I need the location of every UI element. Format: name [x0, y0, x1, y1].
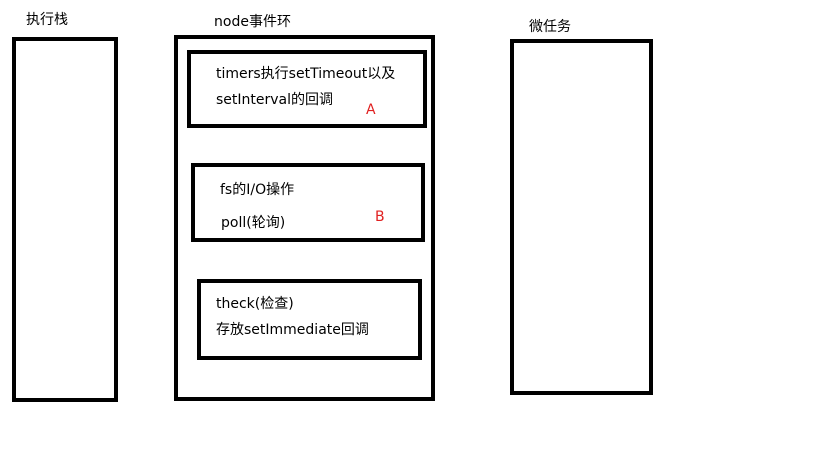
timers-phase-marker: A [366, 102, 376, 118]
call-stack-box [12, 37, 118, 402]
microtask-title: 微任务 [529, 19, 571, 35]
poll-phase-line2: poll(轮询) [221, 215, 286, 231]
check-phase-box [197, 279, 422, 360]
timers-phase-line1: timers执行setTimeout以及 [216, 66, 396, 82]
timers-phase-line2: setInterval的回调 [216, 92, 334, 108]
check-phase-line2: 存放setImmediate回调 [216, 322, 369, 338]
poll-phase-marker: B [375, 209, 385, 225]
microtask-box [510, 39, 653, 395]
poll-phase-line1: fs的I/O操作 [220, 182, 295, 198]
check-phase-line1: theck(检查) [216, 296, 294, 312]
poll-phase-box [191, 163, 425, 242]
timers-phase-box [187, 50, 427, 128]
event-loop-title: node事件环 [214, 14, 291, 30]
call-stack-title: 执行栈 [26, 12, 68, 28]
